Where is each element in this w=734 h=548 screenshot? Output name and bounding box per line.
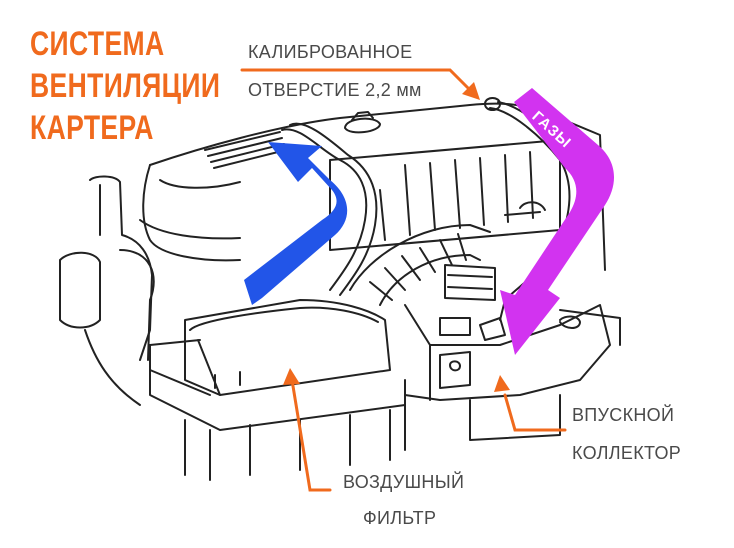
title-line-1: СИСТЕМА: [30, 25, 165, 63]
leader-calibrated: [240, 68, 472, 92]
intake-runners: [329, 139, 561, 251]
pcv-tube-left: [281, 122, 378, 296]
left-engine-side: [59, 175, 155, 406]
leader-intake-arrowhead: [494, 375, 510, 392]
label-calibrated-1: КАЛИБРОВАННОЕ: [248, 42, 413, 62]
air-filter-box: [149, 299, 406, 481]
leader-calibrated-arrowhead: [462, 82, 480, 100]
leader-filter: [290, 378, 332, 492]
label-intake-1: ВПУСКНОЙ: [572, 405, 675, 425]
leader-intake: [503, 393, 567, 432]
leader-filter-arrowhead: [283, 368, 300, 385]
title-line-3: КАРТЕРА: [30, 109, 154, 147]
air-flow-arrow: [244, 142, 348, 305]
intake-manifold: [404, 304, 621, 451]
label-filter-2: ФИЛЬТР: [363, 508, 437, 528]
label-calibrated-2: ОТВЕРСТИЕ 2,2 мм: [248, 80, 422, 100]
breather-hose: [349, 224, 496, 336]
label-filter-1: ВОЗДУШНЫЙ: [343, 472, 465, 492]
gas-flow-arrow: [500, 88, 615, 355]
label-intake-2: КОЛЛЕКТОР: [572, 443, 682, 463]
title-line-2: ВЕНТИЛЯЦИИ: [30, 67, 221, 105]
